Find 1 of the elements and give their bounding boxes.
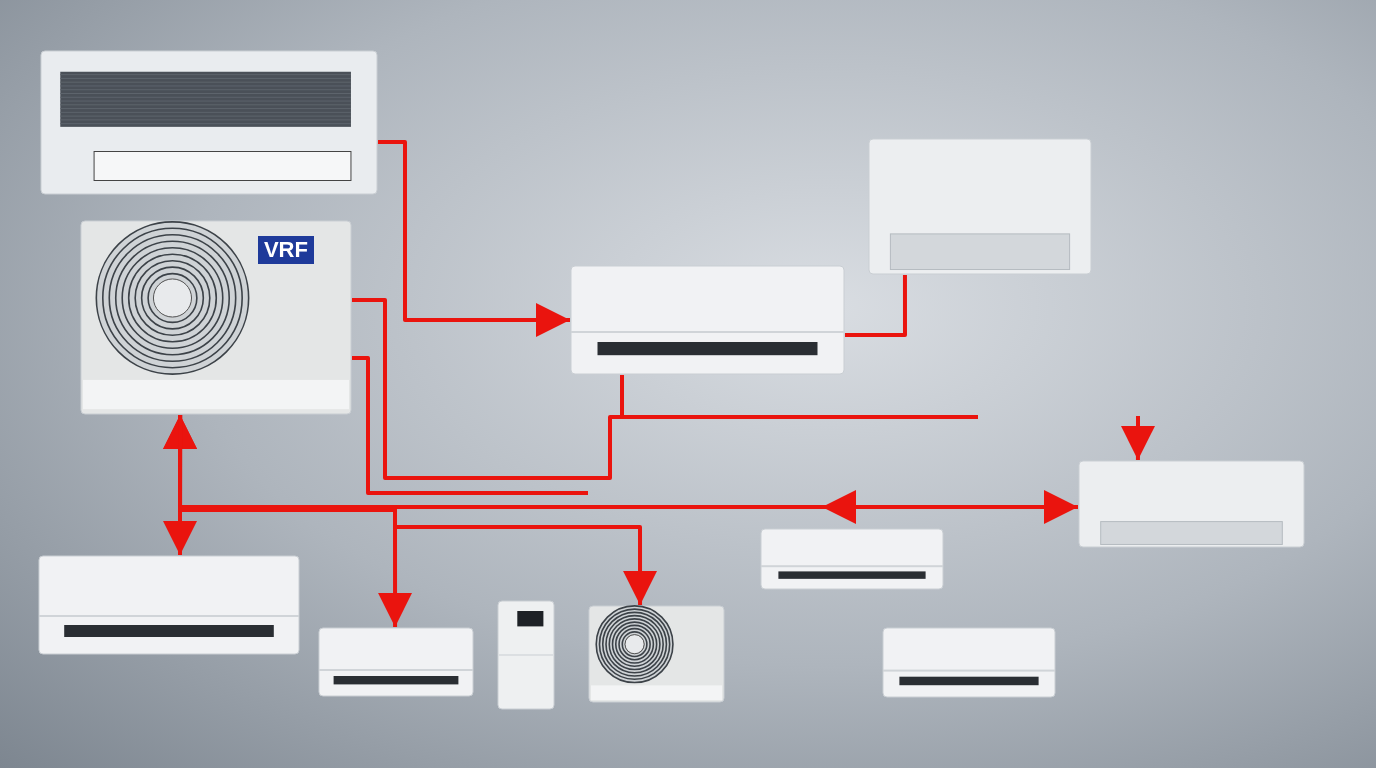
unit-label: VRF xyxy=(257,235,314,264)
